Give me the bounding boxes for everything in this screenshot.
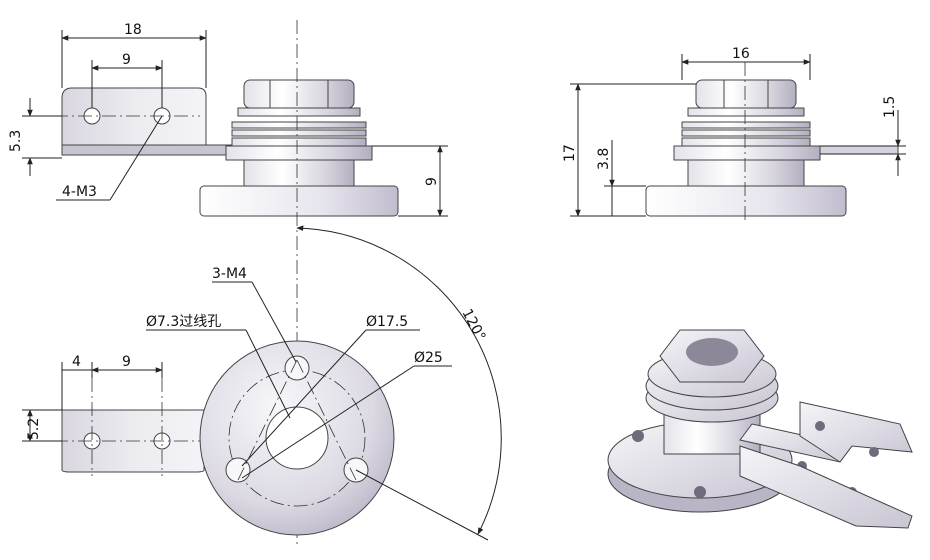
dim-height-3-8: 3.8 bbox=[596, 148, 612, 170]
thread-ring bbox=[681, 129, 811, 137]
thread-ring bbox=[231, 137, 367, 147]
washer bbox=[687, 107, 805, 117]
top-view: 120° 3-M4 Ø7.3过线孔 Ø17.5 Ø25 4 9 5.2 bbox=[22, 225, 502, 541]
iso-bracket-upright bbox=[799, 401, 913, 463]
iso-flange-hole bbox=[632, 430, 644, 442]
iso-bracket-hole bbox=[869, 447, 879, 457]
lock-barrel bbox=[687, 159, 805, 187]
hex-nut bbox=[695, 79, 797, 109]
dim-height-5-3: 5.3 bbox=[8, 130, 24, 152]
callout-outer-diameter: Ø25 bbox=[414, 350, 443, 366]
side-view: 16 17 3.8 1.5 bbox=[562, 46, 906, 222]
angle-120: 120° bbox=[458, 306, 488, 343]
dim-pitch-9: 9 bbox=[122, 52, 131, 68]
thread-ring bbox=[681, 137, 811, 147]
cable-hole bbox=[265, 406, 329, 470]
bracket-base-strip bbox=[61, 144, 241, 156]
dim-offset-4: 4 bbox=[72, 354, 81, 370]
dim-height-17: 17 bbox=[562, 144, 578, 162]
collar bbox=[225, 145, 373, 161]
bracket-edge bbox=[819, 145, 899, 155]
dim-height-9: 9 bbox=[424, 177, 440, 186]
iso-cable-hole bbox=[686, 338, 738, 366]
flange bbox=[199, 185, 399, 217]
dim-pitch-9: 9 bbox=[122, 354, 131, 370]
dim-width-16: 16 bbox=[732, 46, 750, 62]
hex-nut bbox=[243, 79, 355, 109]
callout-cable-hole: Ø7.3过线孔 bbox=[146, 314, 221, 330]
dim-height-1-5: 1.5 bbox=[882, 96, 898, 118]
iso-flange-hole bbox=[694, 486, 706, 498]
callout-4-m3: 4-M3 bbox=[62, 184, 97, 200]
lock-barrel bbox=[243, 159, 355, 187]
bracket-plate bbox=[61, 87, 207, 149]
collar bbox=[673, 145, 821, 161]
iso-bracket-base bbox=[739, 445, 913, 529]
dim-height-5-2: 5.2 bbox=[26, 418, 42, 440]
dim-width-18: 18 bbox=[124, 22, 142, 38]
isometric-view bbox=[607, 329, 913, 529]
flange bbox=[645, 185, 847, 217]
thread-ring bbox=[231, 129, 367, 137]
iso-bracket-hole bbox=[815, 421, 825, 431]
washer bbox=[237, 107, 361, 117]
thread-ring bbox=[681, 121, 811, 129]
callout-3-m4: 3-M4 bbox=[212, 266, 247, 282]
callout-bolt-circle: Ø17.5 bbox=[366, 314, 408, 330]
front-view: 18 9 5.3 4-M3 9 bbox=[8, 20, 448, 545]
thread-ring bbox=[231, 121, 367, 129]
